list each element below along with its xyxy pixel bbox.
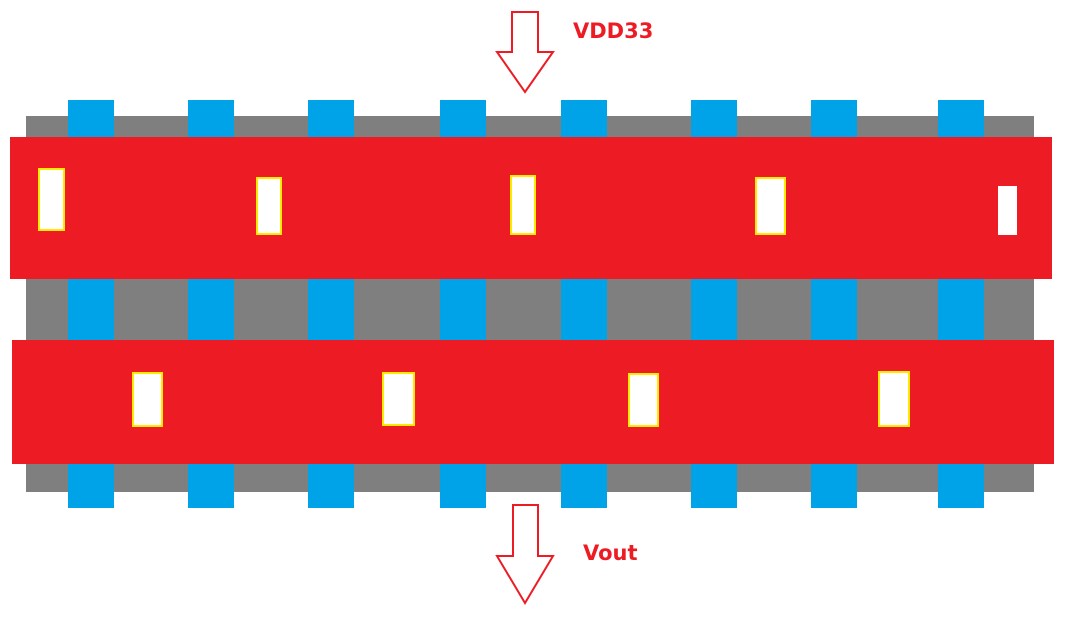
via-contact [256, 177, 282, 235]
vout-arrow-icon [495, 504, 555, 605]
via-contact [998, 186, 1017, 235]
via-contact [878, 371, 910, 427]
top-strip-contacts [38, 168, 1017, 235]
vdd-arrow-icon [495, 11, 555, 94]
via-contact [755, 177, 786, 235]
via-contact [510, 175, 536, 235]
vdd33-label: VDD33 [573, 19, 653, 43]
bottom-strip-contacts [132, 371, 910, 427]
via-contact [628, 373, 659, 427]
via-contact [382, 372, 415, 426]
vout-label: Vout [583, 541, 638, 565]
via-contact [132, 372, 163, 427]
via-contact [38, 168, 65, 231]
